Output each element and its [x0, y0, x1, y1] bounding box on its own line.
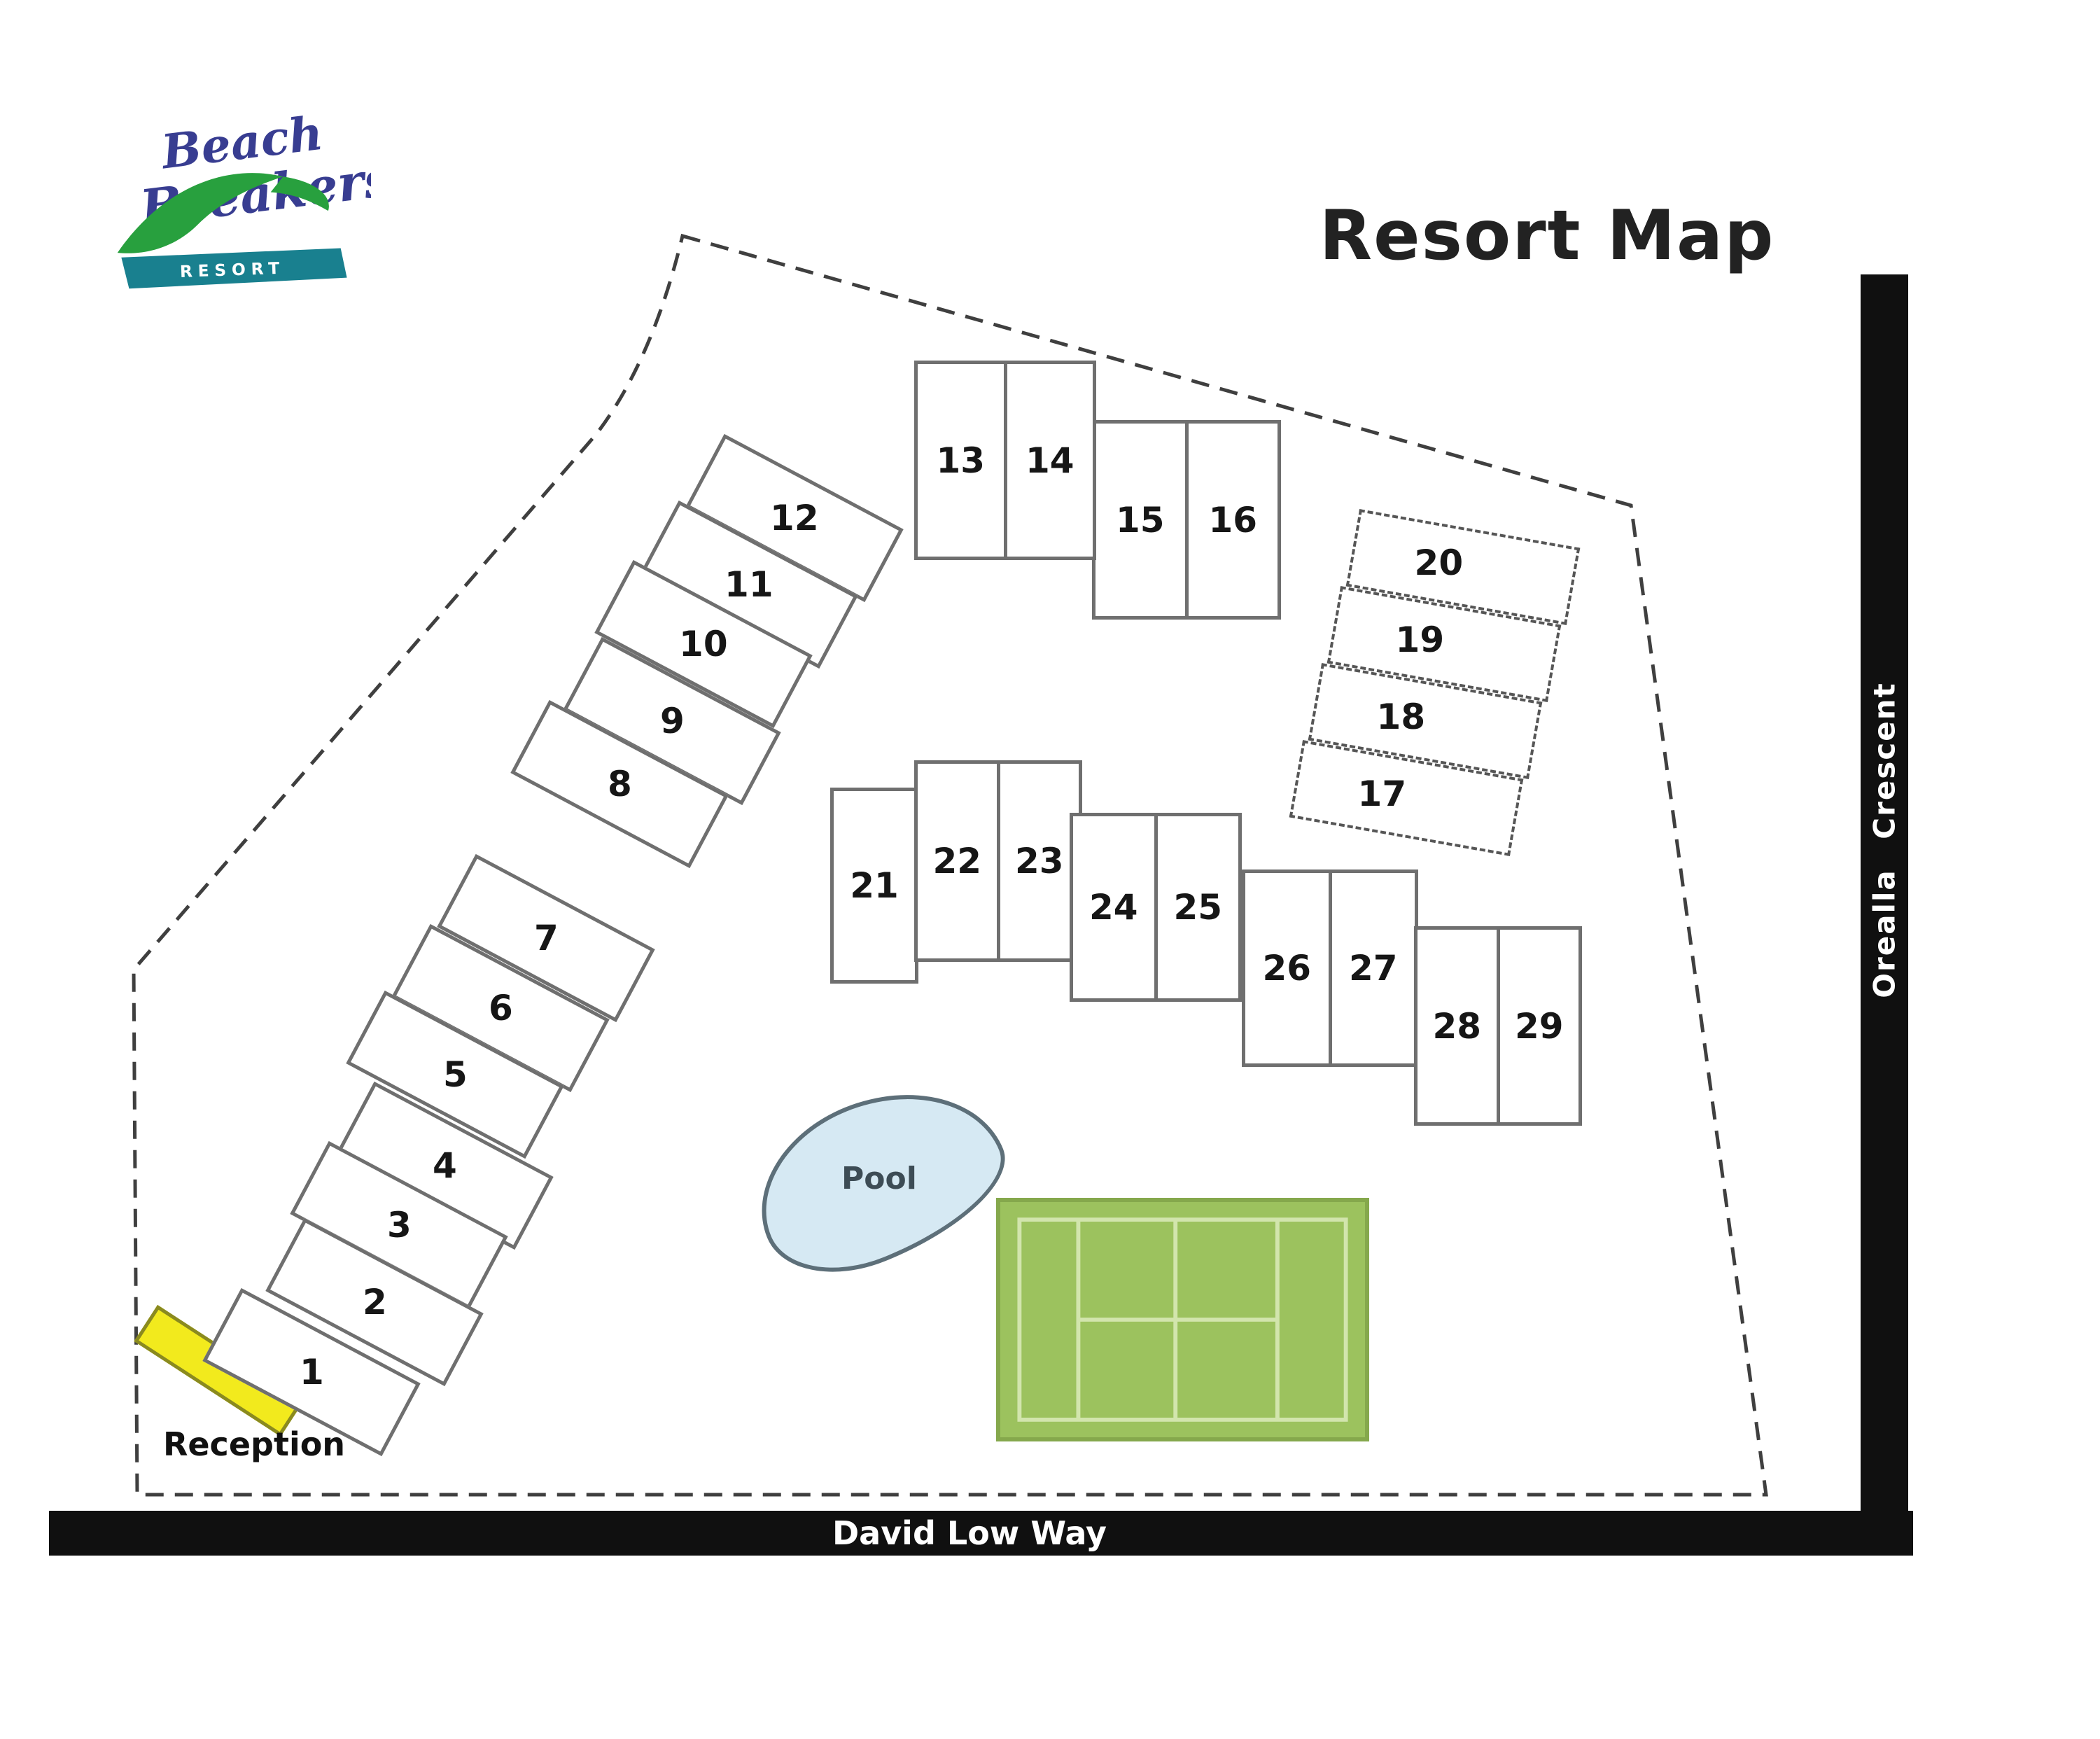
street-label-right: Orealla Crescent — [1867, 682, 1902, 998]
unit-label-4: 4 — [432, 1145, 457, 1186]
unit-label-11: 11 — [724, 564, 774, 605]
unit-label-2: 2 — [362, 1281, 387, 1322]
unit-label-21: 21 — [850, 865, 899, 906]
logo-graphic: Beach Breakers RESORT — [117, 105, 395, 289]
logo-wave-icon — [117, 173, 329, 253]
unit-label-7: 7 — [533, 917, 559, 958]
page-title: Resort Map — [1319, 196, 1775, 276]
unit-label-3: 3 — [386, 1204, 412, 1245]
reception-label: Reception — [162, 1425, 346, 1463]
units-13-14: 13 14 — [914, 361, 1096, 560]
unit-cell-22: 22 — [918, 764, 997, 958]
unit-label-20: 20 — [1414, 542, 1464, 583]
road-david-low-way — [49, 1511, 1913, 1556]
pool-label: Pool — [841, 1161, 917, 1197]
unit-label-26: 26 — [1262, 948, 1312, 989]
unit-cell-16: 16 — [1184, 424, 1278, 616]
units-24-25: 24 25 — [1070, 813, 1242, 1002]
unit-label-28: 28 — [1432, 1005, 1482, 1047]
pool: Pool — [732, 1058, 1026, 1299]
unit-label-6: 6 — [488, 987, 513, 1028]
unit-cell-29: 29 — [1496, 930, 1579, 1122]
unit-label-16: 16 — [1208, 499, 1258, 540]
unit-cell-26: 26 — [1245, 873, 1329, 1063]
logo-banner: RESORT — [121, 248, 347, 289]
unit-cell-28: 28 — [1418, 930, 1497, 1122]
unit-cell-25: 25 — [1154, 816, 1239, 998]
unit-cell-24: 24 — [1073, 816, 1154, 998]
unit-21: 21 — [830, 788, 918, 984]
unit-label-18: 18 — [1376, 696, 1426, 737]
logo-banner-text: RESORT — [179, 258, 285, 281]
unit-label-13: 13 — [936, 440, 986, 481]
unit-cell-27: 27 — [1328, 873, 1415, 1063]
unit-label-17: 17 — [1357, 773, 1407, 814]
unit-cell-23: 23 — [996, 764, 1079, 958]
unit-label-19: 19 — [1395, 619, 1445, 660]
units-26-27: 26 27 — [1242, 870, 1418, 1067]
units-28-29: 28 29 — [1414, 926, 1582, 1126]
unit-label-10: 10 — [679, 624, 728, 664]
resort-logo: Beach Breakers RESORT — [105, 91, 395, 301]
unit-label-29: 29 — [1514, 1005, 1564, 1047]
tennis-court — [996, 1198, 1369, 1441]
unit-label-24: 24 — [1088, 887, 1138, 928]
unit-cell-15: 15 — [1096, 424, 1185, 616]
street-label-bottom: David Low Way — [832, 1514, 1107, 1552]
unit-label-15: 15 — [1115, 499, 1165, 540]
unit-cell-14: 14 — [1003, 364, 1093, 557]
unit-label-27: 27 — [1348, 948, 1398, 989]
unit-label-12: 12 — [770, 498, 819, 538]
unit-label-5: 5 — [442, 1054, 468, 1095]
unit-label-14: 14 — [1025, 440, 1074, 481]
road-orealla-crescent — [1861, 274, 1908, 1556]
unit-label-22: 22 — [932, 841, 982, 881]
unit-label-23: 23 — [1014, 841, 1064, 881]
unit-label-9: 9 — [659, 700, 685, 741]
unit-label-25: 25 — [1173, 887, 1223, 928]
tennis-court-lines — [1017, 1217, 1348, 1422]
unit-cell-13: 13 — [918, 364, 1004, 557]
unit-cell-21: 21 — [834, 791, 915, 980]
units-22-23: 22 23 — [914, 760, 1082, 962]
unit-label-1: 1 — [299, 1351, 324, 1392]
unit-label-8: 8 — [607, 763, 632, 804]
